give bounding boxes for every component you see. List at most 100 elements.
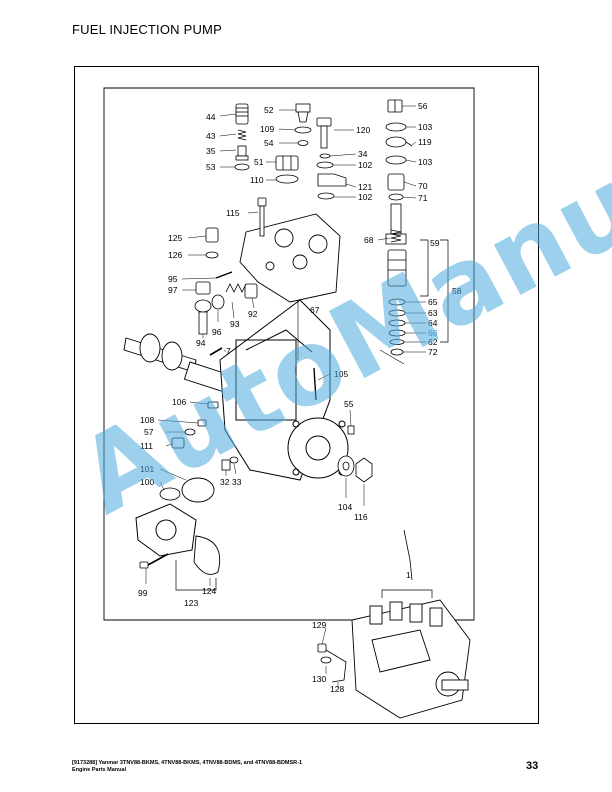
callout-96: 96 — [212, 327, 222, 337]
callout-105: 105 — [334, 369, 348, 379]
callout-35: 35 — [206, 146, 216, 156]
callout-121: 121 — [358, 182, 372, 192]
part-129-bolt — [317, 643, 327, 653]
callout-104: 104 — [338, 502, 352, 512]
callout-124: 124 — [202, 586, 216, 596]
part-102a-gasket — [316, 161, 334, 169]
callout-56: 56 — [418, 101, 428, 111]
callout-32: 32 — [220, 477, 230, 487]
callout-57: 57 — [144, 427, 154, 437]
part-116-nut — [355, 457, 373, 483]
callout-58: 58 — [452, 286, 462, 296]
callout-115: 115 — [226, 208, 240, 218]
callout-93: 93 — [230, 319, 240, 329]
callout-125: 125 — [168, 233, 182, 243]
part-95-pin — [215, 271, 233, 279]
part-93-spring — [225, 283, 247, 293]
callout-44: 44 — [206, 112, 216, 122]
callout-64: 64 — [428, 318, 438, 328]
part-71-oring — [388, 193, 404, 201]
part-52-plug — [295, 103, 311, 123]
part-121-union — [317, 173, 347, 187]
part-124-gasket — [193, 535, 221, 575]
part-130-washer — [320, 656, 332, 664]
callout-94: 94 — [196, 338, 206, 348]
part-100-gasket — [159, 487, 181, 501]
callout-65: 65 — [428, 297, 438, 307]
part-103a-gasket — [385, 122, 407, 132]
page-title: FUEL INJECTION PUMP — [72, 22, 222, 37]
callout-51: 51 — [254, 157, 264, 167]
part-92-cap — [244, 283, 258, 299]
part-44-fitting — [235, 103, 249, 125]
callout-70: 70 — [418, 181, 428, 191]
footer-caption-line2: Engine Parts Manual — [72, 767, 127, 773]
diagram-outer-frame — [74, 66, 539, 724]
callout-130: 130 — [312, 674, 326, 684]
callout-101: 101 — [140, 464, 154, 474]
callout-103a: 103 — [418, 122, 432, 132]
callout-66: 66 — [428, 328, 438, 338]
part-53-washer — [234, 163, 250, 171]
part-34-washer — [319, 153, 331, 159]
part-125-fitting — [205, 227, 219, 243]
part-102b-gasket — [317, 192, 335, 200]
callout-99: 99 — [138, 588, 148, 598]
pump-main-body — [219, 299, 349, 481]
callout-33: 33 — [232, 477, 242, 487]
callout-62: 62 — [428, 337, 438, 347]
callout-126: 126 — [168, 250, 182, 260]
part-115-bolt — [257, 197, 267, 237]
callout-97: 97 — [168, 285, 178, 295]
footer-caption-line1: [9173288] Yanmar 3TNV88-BKMS, 4TNV88-BKM… — [72, 760, 303, 766]
camshaft — [123, 333, 229, 393]
guide-lines — [297, 300, 405, 365]
part-96-washer — [211, 294, 225, 310]
bracket-123 — [175, 560, 217, 591]
callout-128: 128 — [330, 684, 344, 694]
part-128-bracket — [325, 649, 347, 683]
assembly-bracket — [381, 589, 433, 598]
callout-7: 7 — [226, 346, 231, 356]
part-104-washer — [337, 455, 355, 477]
bracket-59 — [420, 239, 429, 297]
callout-102b: 102 — [358, 192, 372, 202]
part-94-adjusting-screw — [194, 299, 212, 335]
callout-109: 109 — [260, 124, 274, 134]
part-97-plug — [195, 281, 211, 295]
callout-59: 59 — [430, 238, 440, 248]
part-109-oring — [294, 126, 312, 134]
callout-63: 63 — [428, 308, 438, 318]
part-56-nut — [387, 99, 403, 113]
footer-caption: [9173288] Yanmar 3TNV88-BKMS, 4TNV88-BKM… — [72, 760, 372, 774]
part-7-key — [209, 347, 223, 356]
callout-55: 55 — [344, 399, 354, 409]
callout-34: 34 — [358, 149, 368, 159]
callout-52: 52 — [264, 105, 274, 115]
callout-123: 123 — [184, 598, 198, 608]
part-99-bolt — [139, 553, 169, 569]
inner-callout-frame — [103, 87, 475, 621]
part-119-union — [385, 136, 413, 148]
part-68-spring — [390, 229, 402, 243]
part-35-valve — [235, 145, 249, 161]
part-126-washer — [205, 251, 219, 259]
callout-1: 1 — [406, 570, 411, 580]
part-54-washer — [297, 140, 309, 146]
callout-92: 92 — [248, 309, 258, 319]
part-110-oring — [275, 174, 299, 184]
callout-108: 108 — [140, 415, 154, 425]
callout-95: 95 — [168, 274, 178, 284]
callout-110: 110 — [250, 175, 264, 185]
page-number: 33 — [526, 760, 539, 772]
callout-116: 116 — [354, 512, 368, 522]
feed-pump — [135, 503, 197, 557]
part-67-delivery-housing — [239, 213, 341, 303]
callout-54: 54 — [264, 138, 274, 148]
callout-129: 129 — [312, 620, 326, 630]
part-105-bolt — [313, 367, 317, 401]
callout-119: 119 — [418, 137, 432, 147]
callout-100: 100 — [140, 477, 154, 487]
part-120-banjo-bolt — [316, 117, 332, 149]
